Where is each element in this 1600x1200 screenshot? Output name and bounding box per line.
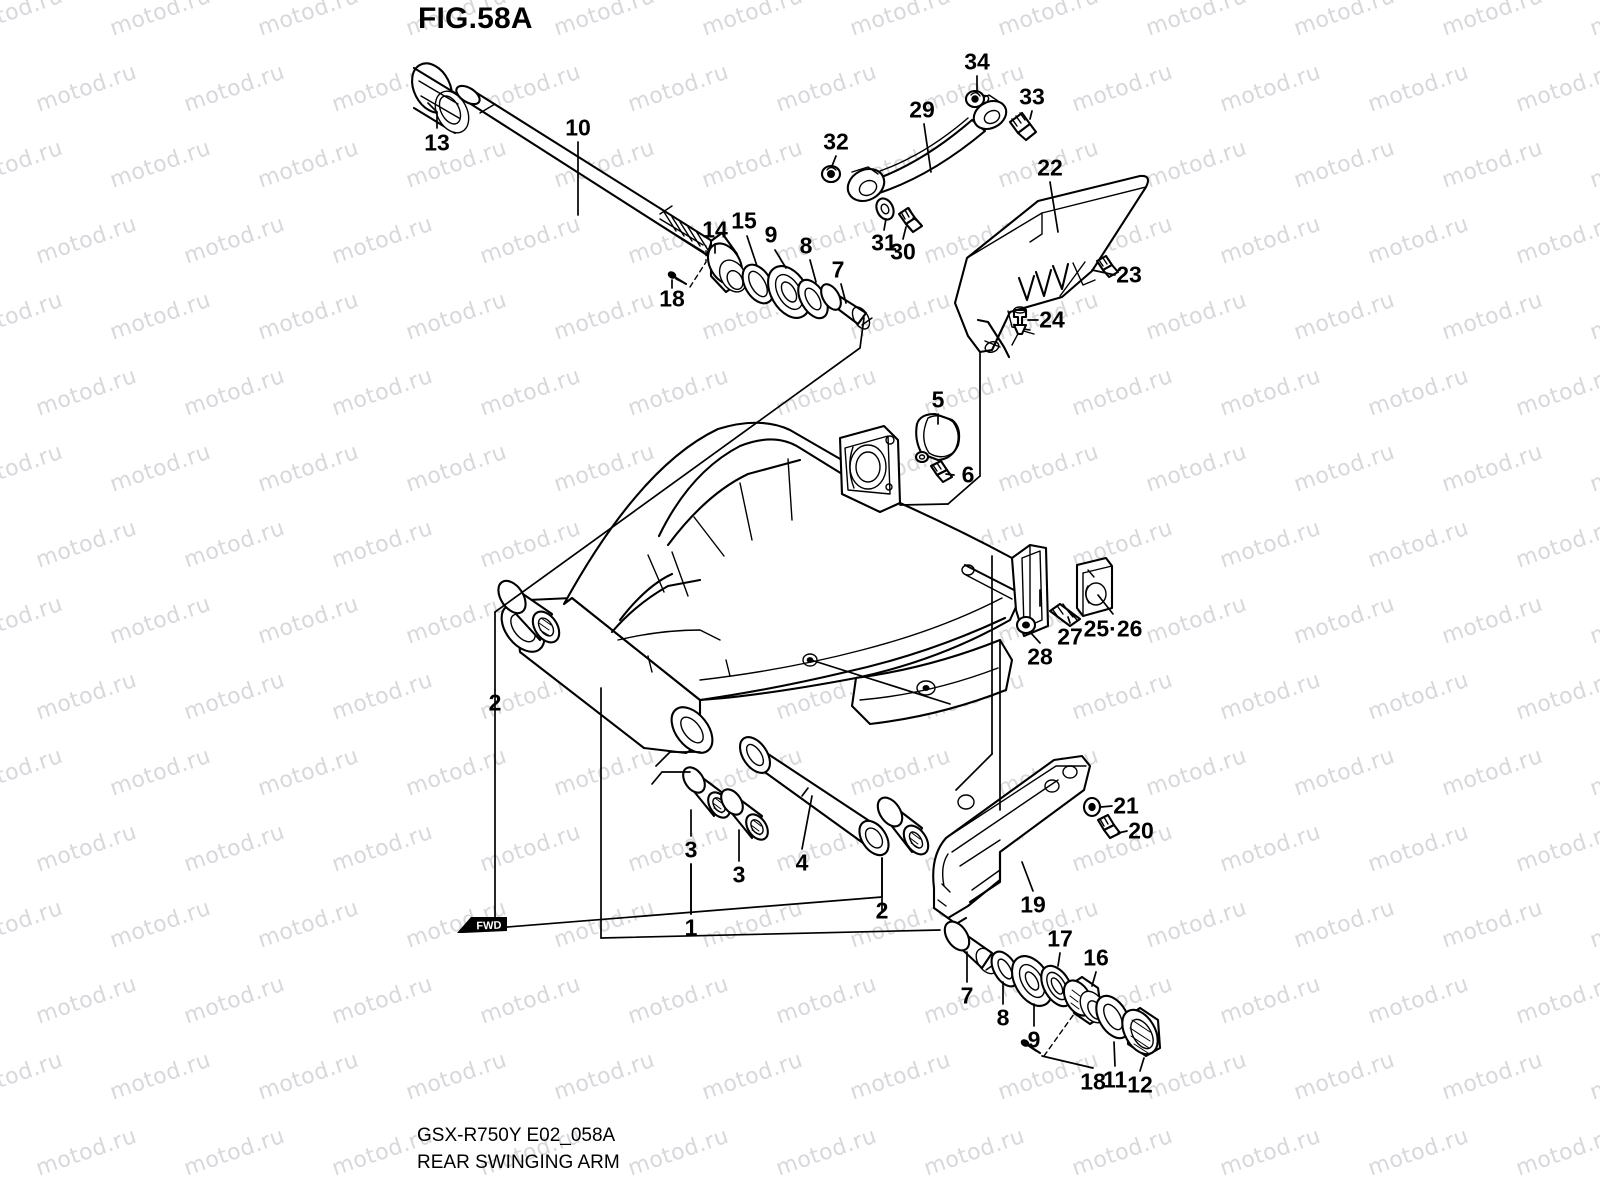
fwd-label: FWD [476,920,502,933]
callout-washer-rod-lower: 31 [871,229,897,256]
part-2-bush-lower-right [876,796,930,856]
callout-rod-bolt-lower: 30 [890,238,916,265]
callout-dust-seal-ring: 13 [424,129,450,156]
part-20-buffer-bolt [1096,813,1122,840]
part-1-swinging-arm [500,421,1050,755]
callout-chain-guard-screw: 23 [1116,261,1142,288]
callout-spacer-bush: 7 [831,256,845,283]
callout-chain-guard-clip: 24 [1039,306,1065,333]
callout-chain-guard-upper: 22 [1037,154,1063,181]
callout-chain-guide-buffer: 19 [1020,891,1046,918]
part-21-buffer-washer [1082,796,1102,818]
callout-swinging-arm: 1 [684,914,698,941]
callout-chain-case-gasket: 5 [931,386,945,413]
part-22-chain-guard [953,174,1150,359]
callout-gasket-screw: 6 [961,461,975,488]
part-33-rod-bolt-upper [1008,111,1038,142]
assembly-guide-lines [494,317,1041,939]
part-6-gasket-screw [929,459,954,484]
callout-bearing-right: 9 [1027,1026,1041,1053]
callout-pivot-spacer: 14 [702,216,728,243]
part-34-washer [964,89,986,109]
callout-needle-bearing-a: 3 [684,836,698,863]
callout-oil-seal: 15 [731,207,757,234]
part-28-adjuster-washer [1015,615,1037,635]
callout-buffer-bolt: 20 [1128,817,1154,844]
callout-adjuster-bolt: 27 [1057,623,1083,650]
callout-pivot-bush-upper-left: 2 [488,689,502,716]
part-14-pivot-spacer [706,231,748,294]
part-18-grease-nipple-right [1020,1013,1075,1057]
part-10-pivot-shaft [455,84,714,257]
callout-lock-nut: 12 [1127,1071,1153,1098]
part-32-washer-upper [820,164,842,184]
callout-washer-right: 8 [996,1004,1010,1031]
callout-chain-adjuster-plate: 25·26 [1083,615,1143,642]
fwd-direction-marker: FWD [457,917,507,933]
part-24-chain-guard-clip [1012,306,1028,336]
part-18-grease-nipple-left [667,245,707,288]
callout-lock-washer: 11 [1102,1066,1128,1093]
caption-model-code: GSX-R750Y E02_058A [417,1125,616,1146]
part-7-spacer-bush-right [943,920,999,975]
callout-spacer-bush-right: 7 [960,982,974,1009]
callout-rod-bolt: 33 [1019,83,1045,110]
callout-washer: 8 [799,232,813,259]
callout-washer-small: 32 [823,128,849,155]
figure-caption: GSX-R750Y E02_058A REAR SWINGING ARM [417,1122,620,1176]
part-12-lock-nut [1121,1006,1162,1058]
part-5-gasket [914,412,961,464]
callout-swingarm-pivot-shaft: 10 [565,114,591,141]
callout-grease-nipple: 18 [659,285,685,312]
part-7-spacer-bush-left [820,283,873,330]
callout-adjuster-washer: 28 [1027,643,1053,670]
part-29-cushion-rod [846,94,1008,203]
part-19-chain-guide-buffer [932,754,1092,926]
figure-title: FIG.58A [418,2,533,35]
callout-collar-right: 16 [1083,944,1109,971]
part-27-adjuster-bolt [1048,602,1082,628]
callout-pivot-spacer-tube: 4 [795,849,809,876]
callout-buffer-washer: 21 [1113,792,1139,819]
part-13-dust-seal-ring [411,62,470,135]
callout-pivot-bush-lower-right: 2 [875,897,889,924]
part-4-pivot-spacer-tube [738,736,890,857]
caption-assembly-name: REAR SWINGING ARM [417,1152,620,1173]
callout-needle-bearing-b: 3 [732,861,746,888]
callout-oil-seal-right: 17 [1047,925,1073,952]
callout-grease-nipple-right: 18 [1080,1068,1106,1095]
callout-bearing: 9 [764,221,778,248]
part-3-needle-bearing-b [720,788,769,841]
leader-lines [427,75,1145,1072]
callout-washer-rod: 34 [964,48,990,75]
part-30-rod-bolt-lower [897,206,924,234]
callout-cushion-rod: 29 [909,96,935,123]
part-31-washer-lower [875,197,895,221]
